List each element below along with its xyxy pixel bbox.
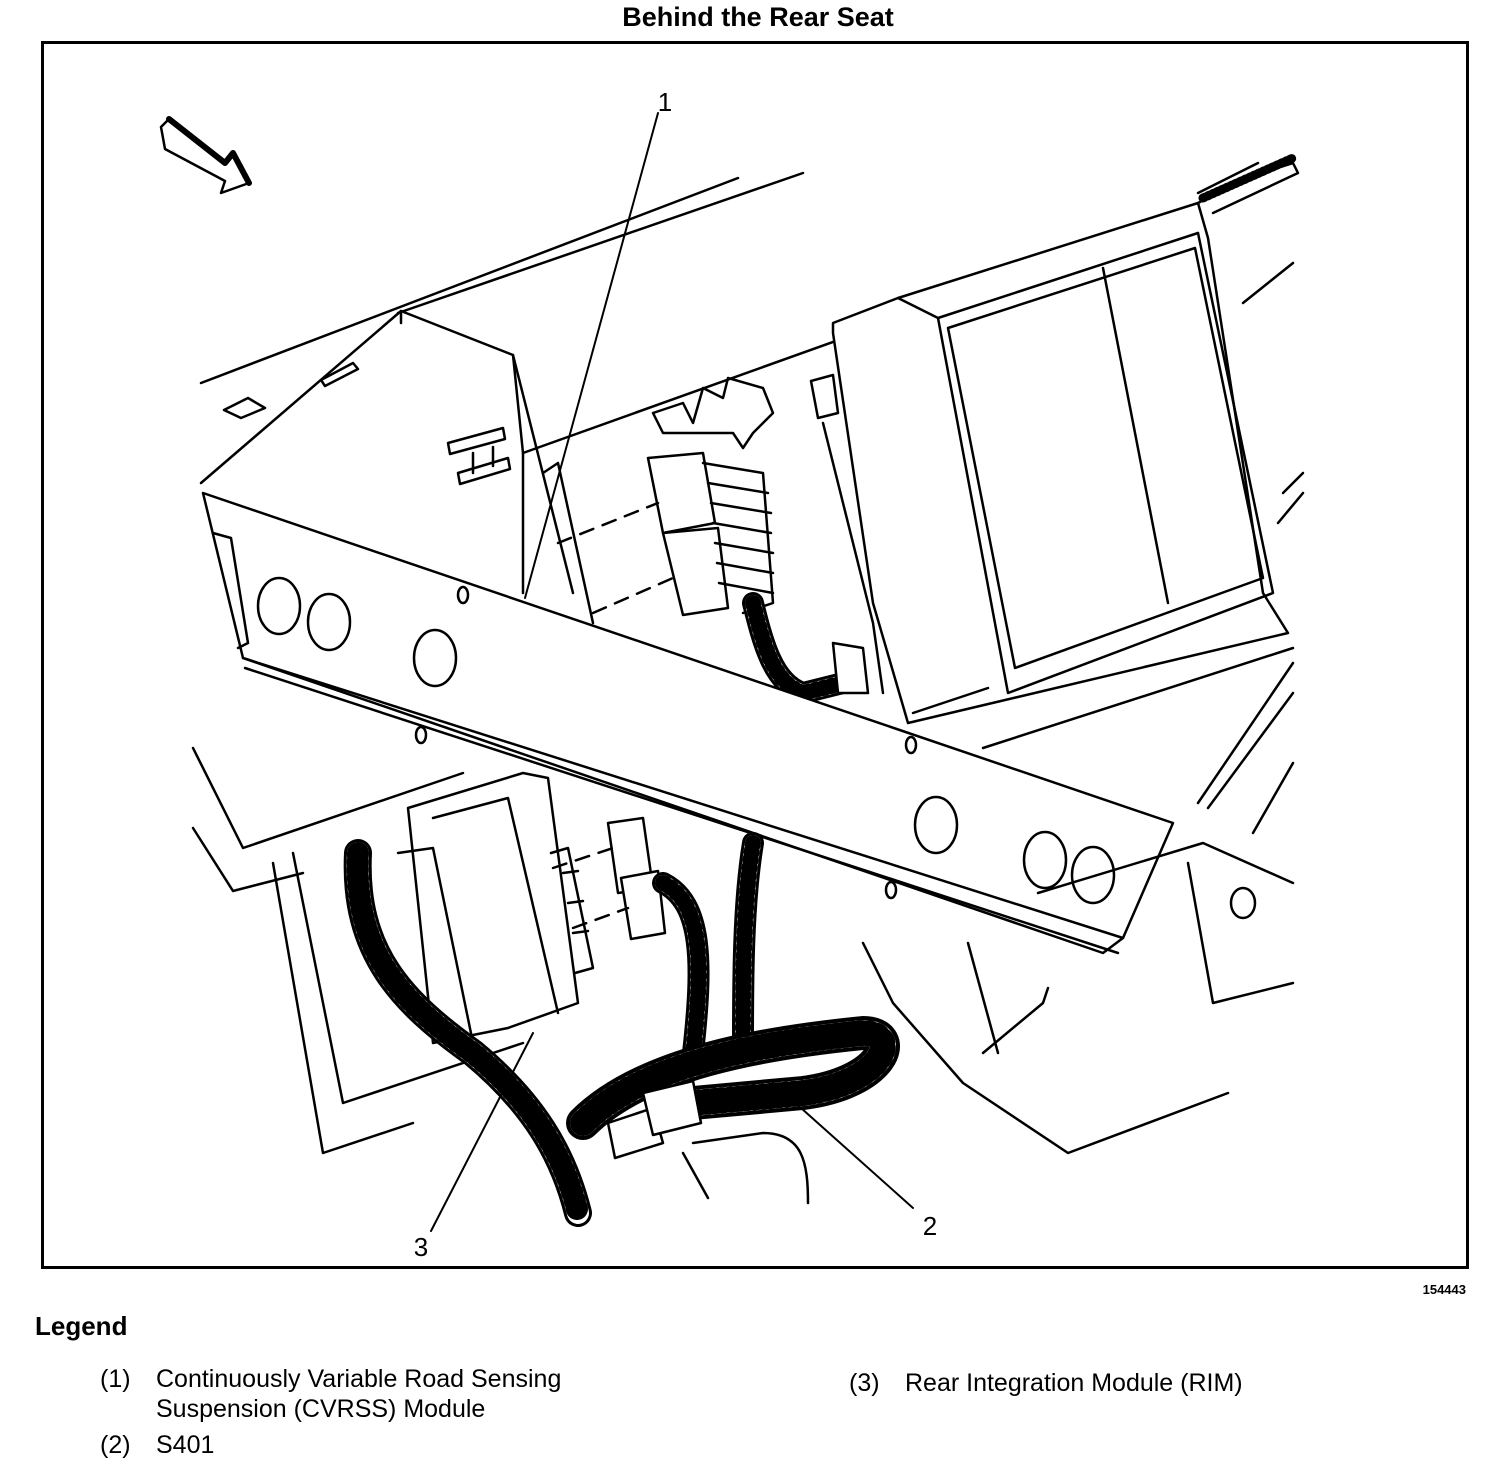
mounting-bracket — [201, 491, 1175, 955]
rear-shelf-housing — [199, 309, 595, 625]
legend-item-text: S401 — [156, 1431, 215, 1459]
lower-structure — [191, 746, 1295, 1205]
legend-item-text: Continuously Variable Road Sensing Suspe… — [156, 1364, 561, 1424]
front-direction-arrow-icon — [159, 116, 252, 195]
harness-lower — [343, 832, 900, 1227]
legend-item-line: Suspension (CVRSS) Module — [156, 1395, 486, 1423]
figure-id: 154443 — [1422, 1282, 1466, 1297]
legend-item-number: (1) — [100, 1365, 131, 1393]
legend-heading: Legend — [35, 1311, 128, 1341]
rim-module — [396, 771, 667, 1045]
cvrss-module — [809, 153, 1305, 725]
callout-3: 3 — [414, 1232, 428, 1262]
callout-1: 1 — [658, 87, 672, 117]
diagram-frame: 1 2 3 — [41, 41, 1469, 1269]
callout-2: 2 — [923, 1211, 937, 1241]
page-title: Behind the Rear Seat — [622, 2, 894, 32]
legend-item-line: Continuously Variable Road Sensing — [156, 1365, 562, 1393]
harness-upper — [741, 592, 870, 820]
legend-item-number: (3) — [849, 1369, 880, 1397]
component-diagram: 1 2 3 — [159, 87, 1305, 1262]
legend-item-text: Rear Integration Module (RIM) — [905, 1369, 1243, 1397]
cvrss-connectors — [556, 376, 775, 617]
callout-leaders — [430, 112, 914, 1232]
legend-item-number: (2) — [100, 1431, 131, 1459]
